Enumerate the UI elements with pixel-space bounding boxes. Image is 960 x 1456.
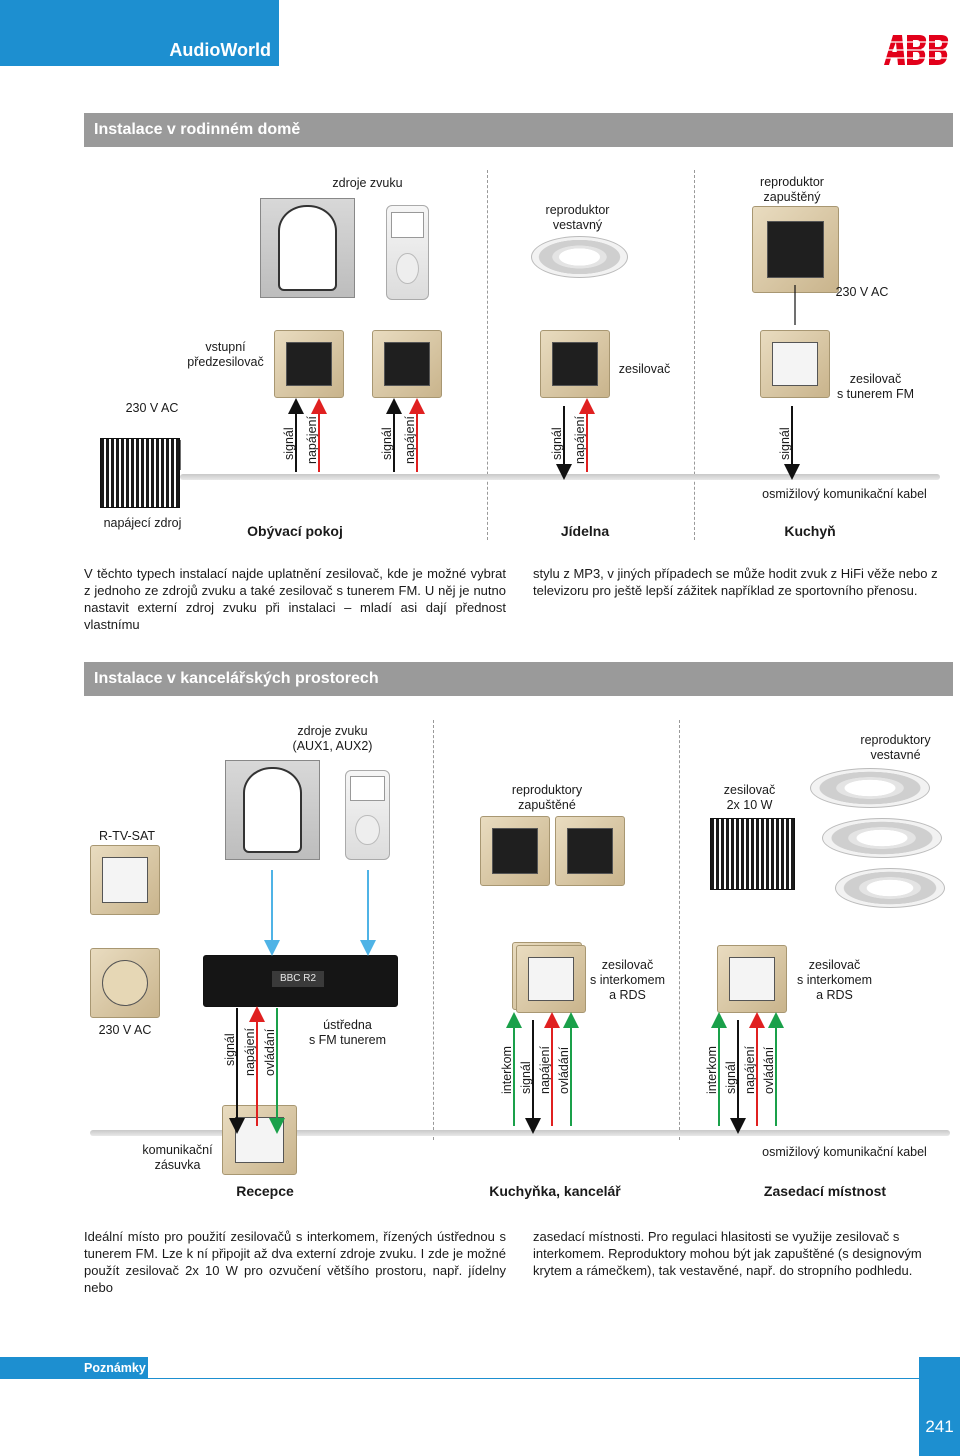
section-title-office: Instalace v kancelářských prostorech [84, 662, 953, 696]
preamp-module-2 [372, 330, 442, 398]
label-sources: zdroje zvuku [332, 176, 403, 190]
communication-cable [90, 1130, 950, 1136]
room-dining: Jídelna [560, 523, 610, 539]
intercom-amp-1 [516, 945, 586, 1013]
brand-title: AudioWorld [169, 40, 271, 60]
intercom-amp-2 [717, 945, 787, 1013]
central-unit-image: BBC R2 [203, 955, 398, 1007]
mp3-player-image [386, 205, 429, 300]
room-divider [433, 720, 434, 1140]
flush-speaker-image [752, 206, 839, 293]
abb-logo [882, 35, 954, 65]
room-kitchen: Kuchyň [784, 523, 836, 539]
communication-socket-image [222, 1105, 297, 1175]
label-amp-intercom-2: zesilovač s interkomem a RDS [796, 958, 873, 1002]
label-ac-left: 230 V AC [125, 401, 179, 415]
label-speaker-builtin: reproduktor vestavný [545, 203, 610, 232]
footer-divider [0, 1378, 919, 1379]
mp3-player-image [345, 770, 390, 860]
ceiling-speaker-image [822, 818, 942, 858]
ceiling-speaker-image [810, 768, 930, 808]
label-ac: 230 V AC [98, 1023, 152, 1037]
preamp-module-1 [274, 330, 344, 398]
power-supply-image [100, 438, 180, 508]
brand-bar: AudioWorld [0, 0, 279, 66]
label-amp-tuner: zesilovač s tunerem FM [836, 372, 915, 401]
room-divider [694, 170, 695, 540]
amplifier-module [540, 330, 610, 398]
label-sources-aux: zdroje zvuku (AUX1, AUX2) [292, 724, 373, 753]
ceiling-speaker-image [531, 236, 628, 278]
room-meeting: Zasedací místnost [763, 1183, 887, 1199]
label-power-supply: napájecí zdroj [103, 516, 182, 530]
ceiling-speaker-image [835, 868, 945, 908]
label-preamp: vstupní předzesilovač [187, 340, 264, 369]
power-socket-image [90, 948, 160, 1018]
room-kitchen-office: Kuchyňka, kancelář [489, 1183, 621, 1199]
description-home-left: V těchto typech instalací najde uplatněn… [84, 566, 506, 632]
description-office-left: Ideální místo pro použití zesilovačů s i… [84, 1229, 506, 1295]
description-office-right: zasedací místnosti. Pro regulaci hlasito… [533, 1229, 922, 1278]
section-title-home: Instalace v rodinném domě [84, 113, 953, 147]
label-speakers-flush: reproduktory zapuštěné [511, 783, 583, 812]
label-central: ústředna s FM tunerem [308, 1018, 387, 1047]
flush-speaker-image [555, 816, 625, 886]
label-ac-right: 230 V AC [835, 285, 889, 299]
label-rtv: R-TV-SAT [99, 829, 156, 843]
label-cable: osmižilový komunikační kabel [762, 487, 927, 501]
room-divider [487, 170, 488, 540]
label-cable: osmižilový komunikační kabel [762, 1145, 927, 1159]
hifi-system-image [260, 198, 355, 298]
rtv-socket-image [90, 845, 160, 915]
tuner-display: BBC R2 [272, 971, 324, 987]
room-divider [679, 720, 680, 1140]
label-speaker-flush: reproduktor zapuštěný [760, 175, 824, 204]
description-home-right: stylu z MP3, v jiných případech se může … [533, 566, 938, 598]
amp-tuner-module [760, 330, 830, 398]
label-amp-intercom-1: zesilovač s interkomem a RDS [589, 958, 666, 1002]
notes-label: Poznámky [0, 1357, 148, 1379]
amp-10w-image [710, 818, 795, 890]
flush-speaker-image [480, 816, 550, 886]
room-living: Obývací pokoj [247, 523, 343, 539]
label-socket: komunikační zásuvka [142, 1143, 213, 1172]
label-amplifier: zesilovač [618, 362, 671, 376]
label-speakers-builtin: reproduktory vestavné [860, 733, 931, 762]
room-reception: Recepce [236, 1183, 294, 1199]
page-number: 241 [919, 1357, 960, 1456]
hifi-system-image [225, 760, 320, 860]
label-amp-10w: zesilovač 2x 10 W [723, 783, 776, 812]
